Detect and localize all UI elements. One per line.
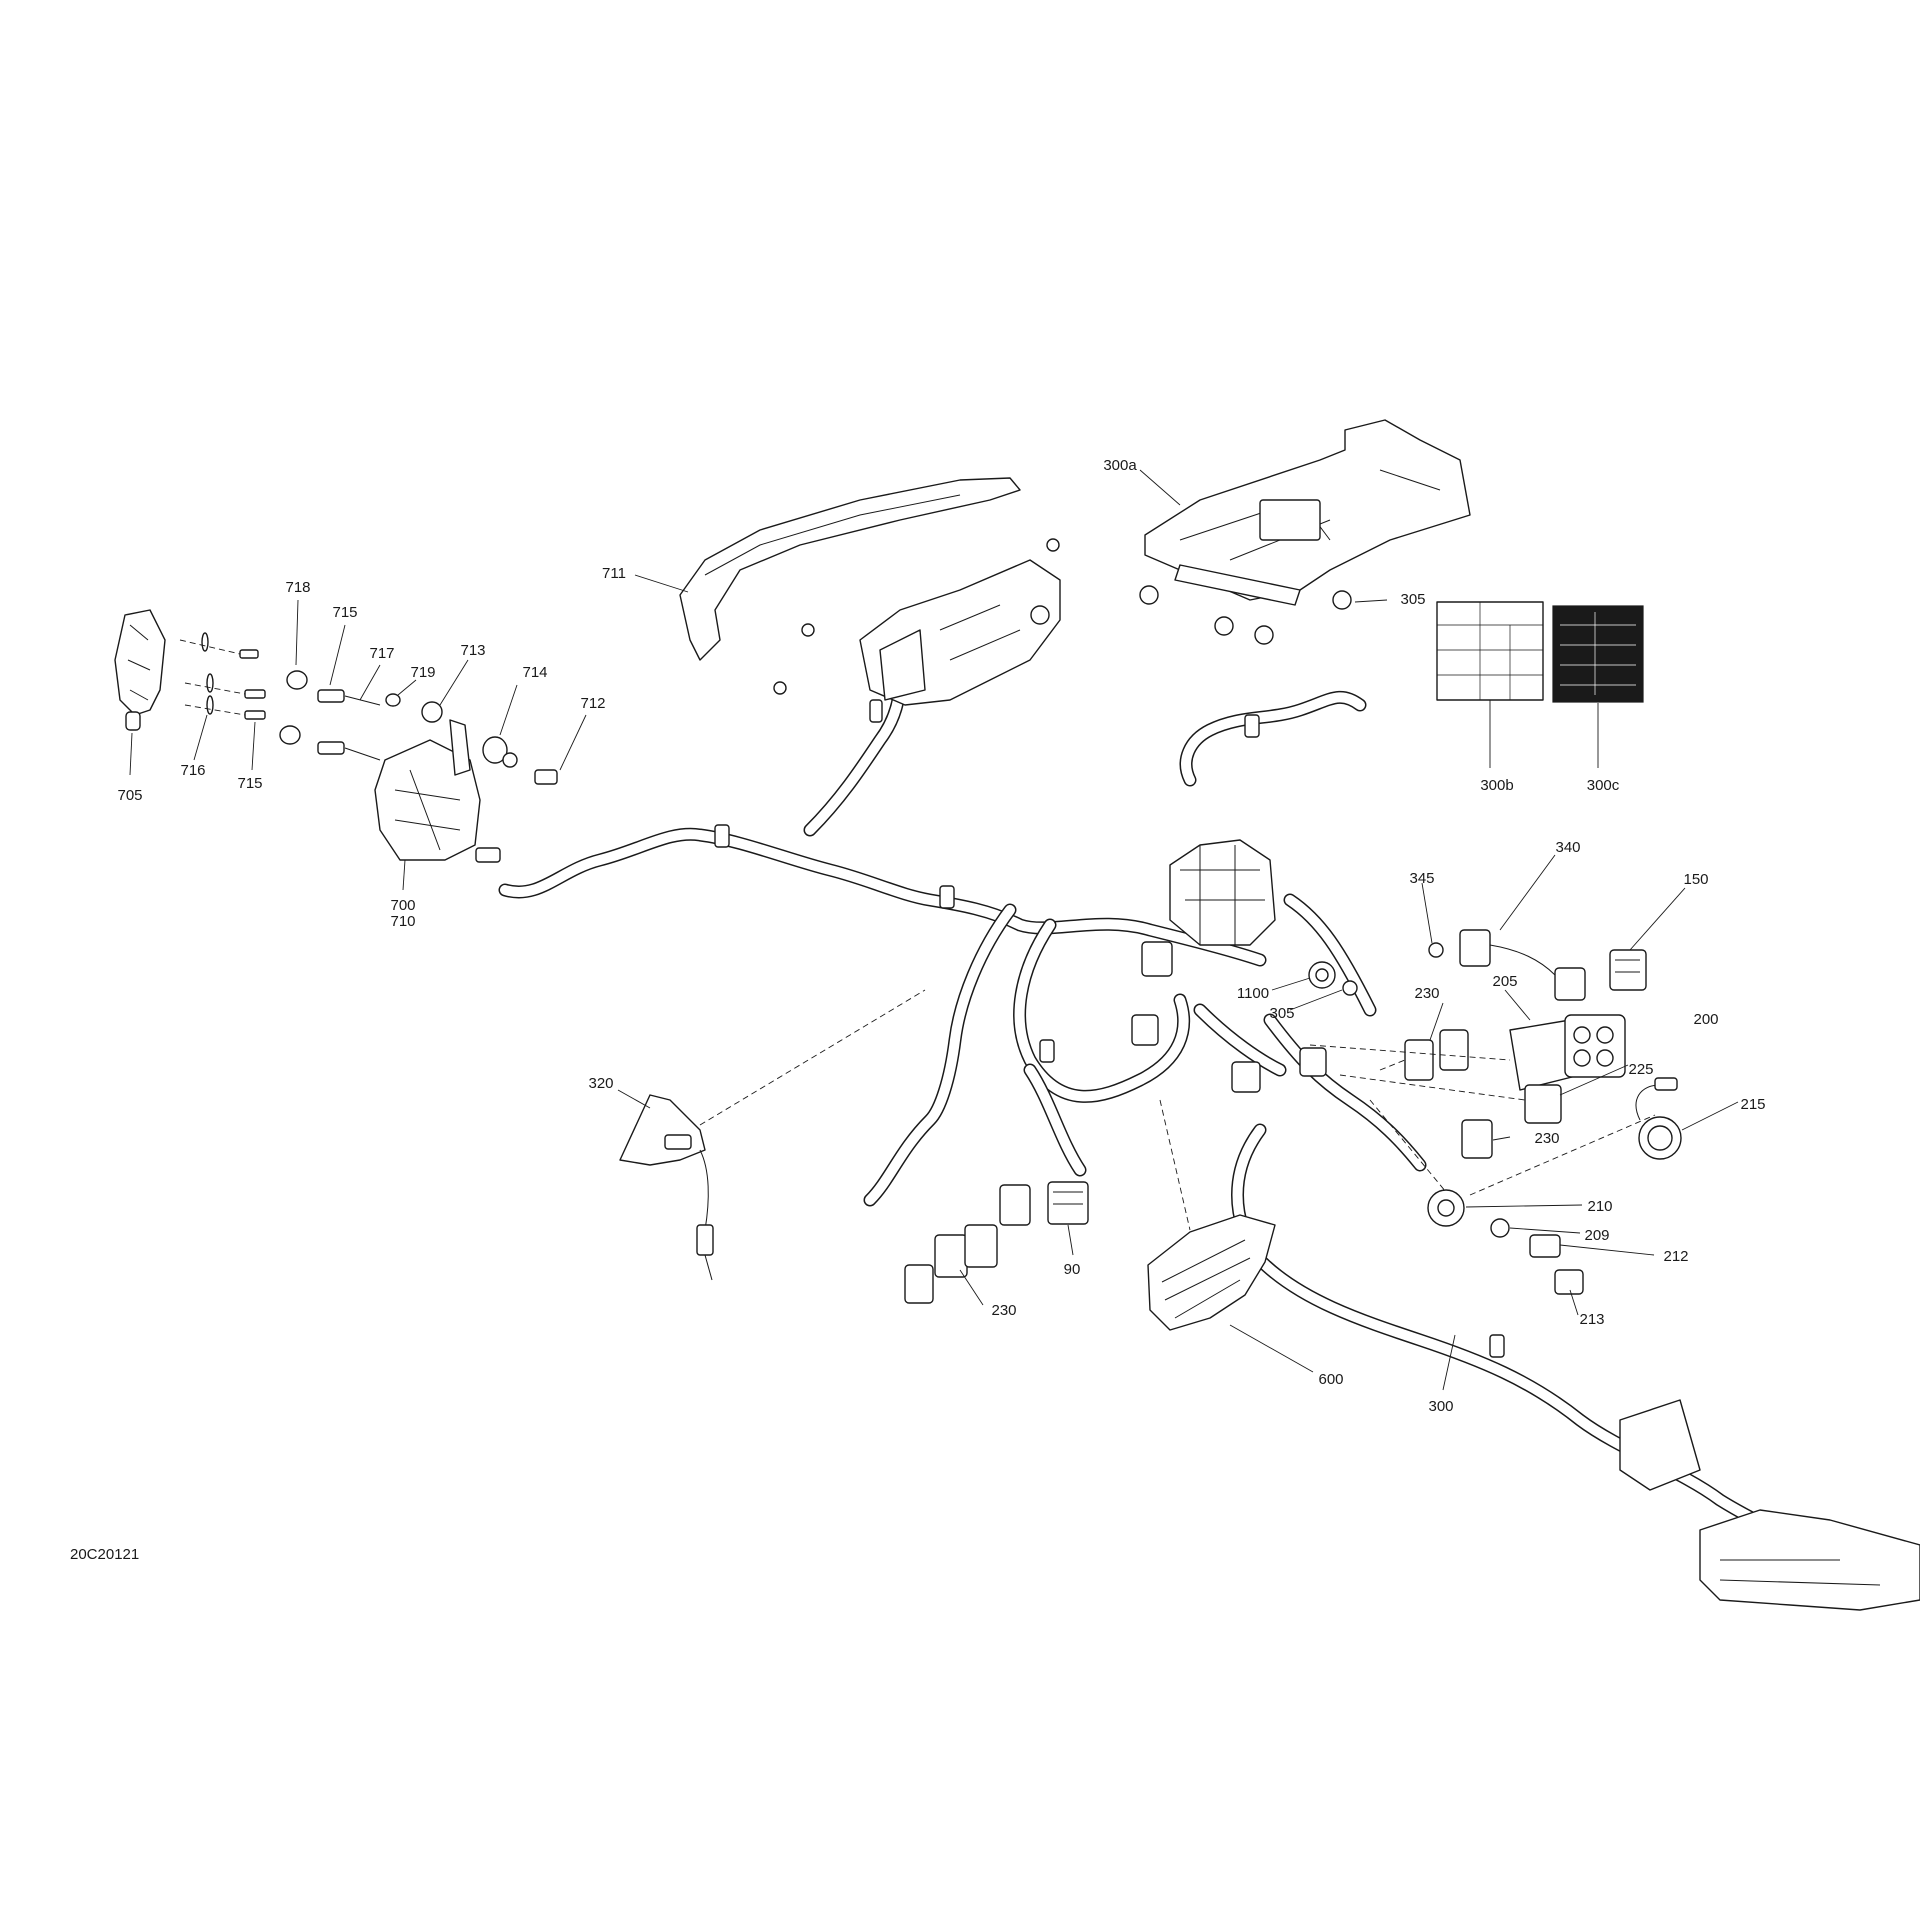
callout-labels: 718 715 717 719 713 714 712 705 716 715 … xyxy=(117,457,1765,1415)
callout-300a: 300a xyxy=(1103,457,1137,474)
callout-209: 209 xyxy=(1584,1227,1609,1244)
callout-215: 215 xyxy=(1740,1096,1765,1113)
callout-300c: 300c xyxy=(1587,777,1620,794)
callout-715-lower: 715 xyxy=(237,775,262,792)
part-320-sensor-bracket xyxy=(619,1094,706,1166)
callout-716: 716 xyxy=(180,762,205,779)
callout-345: 345 xyxy=(1409,870,1434,887)
callout-305-top: 305 xyxy=(1400,591,1425,608)
callout-90: 90 xyxy=(1064,1261,1081,1278)
callout-300b: 300b xyxy=(1480,777,1513,794)
part-600-instrument-cluster xyxy=(1147,1214,1276,1331)
callout-719: 719 xyxy=(410,664,435,681)
callout-230-upper: 230 xyxy=(1414,985,1439,1002)
callout-205: 205 xyxy=(1492,973,1517,990)
callout-230-lower: 230 xyxy=(991,1302,1016,1319)
callout-717: 717 xyxy=(369,645,394,662)
wiring-harness xyxy=(498,673,1837,1567)
part-700-headlight-housing xyxy=(374,739,481,861)
callout-305-mid: 305 xyxy=(1269,1005,1294,1022)
parts xyxy=(114,419,1920,1611)
callout-210: 210 xyxy=(1587,1198,1612,1215)
callout-714: 714 xyxy=(522,664,547,681)
part-300b-decal xyxy=(1436,601,1544,701)
leader-lines xyxy=(129,469,1739,1391)
callout-200: 200 xyxy=(1693,1011,1718,1028)
part-fuse-box xyxy=(1169,839,1276,946)
callout-1100: 1100 xyxy=(1237,985,1269,1002)
callout-710: 710 xyxy=(390,913,415,930)
callout-150: 150 xyxy=(1683,871,1708,888)
callout-712: 712 xyxy=(580,695,605,712)
callout-600: 600 xyxy=(1318,1371,1343,1388)
callout-715: 715 xyxy=(332,604,357,621)
callout-212: 212 xyxy=(1663,1248,1688,1265)
callout-230-mid: 230 xyxy=(1534,1130,1559,1147)
callout-718: 718 xyxy=(285,579,310,596)
callout-705: 705 xyxy=(117,787,142,804)
figure-code: 20C20121 xyxy=(70,1546,139,1563)
callout-711: 711 xyxy=(602,565,626,582)
callout-340: 340 xyxy=(1555,839,1580,856)
callout-700: 700 xyxy=(390,897,415,914)
callout-300: 300 xyxy=(1428,1398,1453,1415)
part-300c-decal xyxy=(1552,605,1644,703)
callout-713: 713 xyxy=(460,642,485,659)
part-705-headlight-lens xyxy=(114,609,166,716)
callout-213: 213 xyxy=(1579,1311,1604,1328)
callout-320: 320 xyxy=(588,1075,613,1092)
callout-225: 225 xyxy=(1628,1061,1653,1078)
part-711-headlight-frame xyxy=(679,477,1021,661)
